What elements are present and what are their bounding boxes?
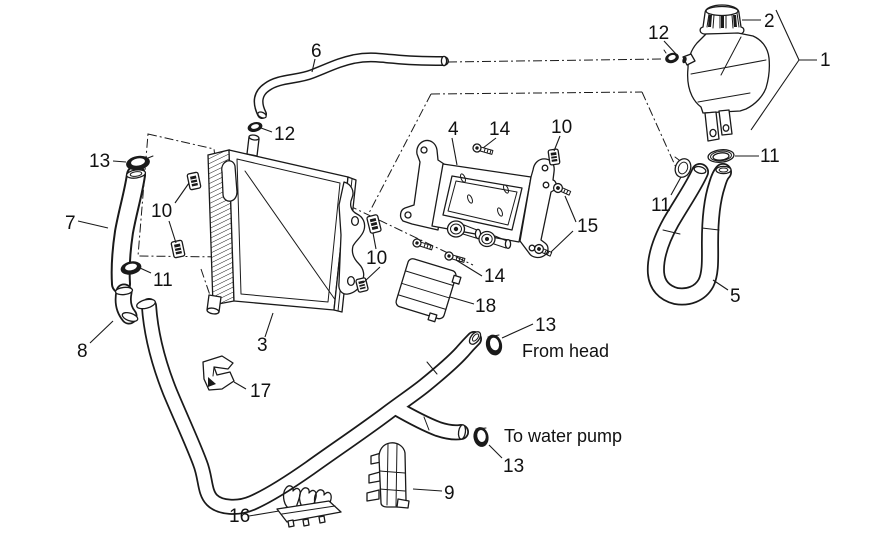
radiator-assembly [206,122,366,315]
right-hose [646,163,732,306]
callout-15-screws[interactable]: 15 [577,216,598,237]
callout-11-lower[interactable]: 11 [153,270,173,291]
callout-4-bracket[interactable]: 4 [448,119,459,140]
from-head-clamp-icon [485,334,503,356]
to-pump-clamp-icon [473,427,489,447]
callout-13-left[interactable]: 13 [89,151,110,172]
radiator-side-bracket [338,181,366,295]
callout-8-elbow[interactable]: 8 [77,341,88,362]
elbow-hose [114,283,139,325]
callout-9-holder[interactable]: 9 [444,483,455,504]
retaining-clip-17 [202,355,235,391]
right-hose-upper-clamp-icon [674,156,692,180]
callout-11-seal[interactable]: 11 [760,146,780,167]
tank-seal-ring [707,149,735,163]
mounting-bracket [399,139,558,259]
bracket-screws-15 [533,182,572,257]
callout-16-guide[interactable]: 16 [229,506,250,527]
callout-7-hose[interactable]: 7 [65,213,76,234]
bracket-screws-14 [412,143,494,263]
radiator-outlet-stub [206,294,222,315]
tank-outlet-spout [682,53,696,66]
radiator-inlet-clamp-icon [247,122,263,132]
callout-18-spacer[interactable]: 18 [475,296,496,317]
callout-10-center[interactable]: 10 [366,248,387,269]
callout-6-hose[interactable]: 6 [311,41,322,62]
radiator-side-tab [221,160,238,202]
callout-14-lower[interactable]: 14 [484,266,506,287]
filler-cap [699,4,745,35]
annotation-to-water-pump: To water pump [504,426,622,446]
callout-14-upper[interactable]: 14 [489,119,511,140]
tank-mount-tabs [704,109,733,142]
hose-holder [366,442,410,509]
overflow-hose [253,52,449,119]
callout-5-hose[interactable]: 5 [730,286,741,307]
left-lower-clamp-icon [120,261,142,275]
leader-lines [77,9,817,517]
expansion-tank-assembly [663,4,771,180]
hose-guide-bracket [276,485,342,528]
callout-17-clip[interactable]: 17 [250,381,271,402]
expansion-tank [682,32,771,142]
left-hose-clamp-icon [126,155,154,171]
callout-13-pump[interactable]: 13 [503,456,524,477]
callout-11-right[interactable]: 11 [651,195,671,216]
callout-12-tank[interactable]: 12 [648,23,669,44]
callout-13-fromhead[interactable]: 13 [535,315,556,336]
y-hose [136,298,503,515]
callout-2-cap[interactable]: 2 [764,11,775,32]
bracket-pipe-bosses [446,220,512,250]
callout-3-radiator[interactable]: 3 [257,335,268,356]
annotation-from-head: From head [522,341,609,361]
left-hose [110,155,154,294]
callout-12-radiator[interactable]: 12 [274,124,295,145]
callout-10-left[interactable]: 10 [151,201,172,222]
callout-labels: 12 2 1 6 12 4 14 10 13 11 7 11 10 15 10 … [65,11,831,527]
radiator-inlet-stub [246,134,260,157]
rubber-spacer [395,258,462,323]
callout-1-tank[interactable]: 1 [820,50,831,71]
tank-hose-clamp-icon [663,49,679,64]
callout-10-upper[interactable]: 10 [551,117,572,138]
